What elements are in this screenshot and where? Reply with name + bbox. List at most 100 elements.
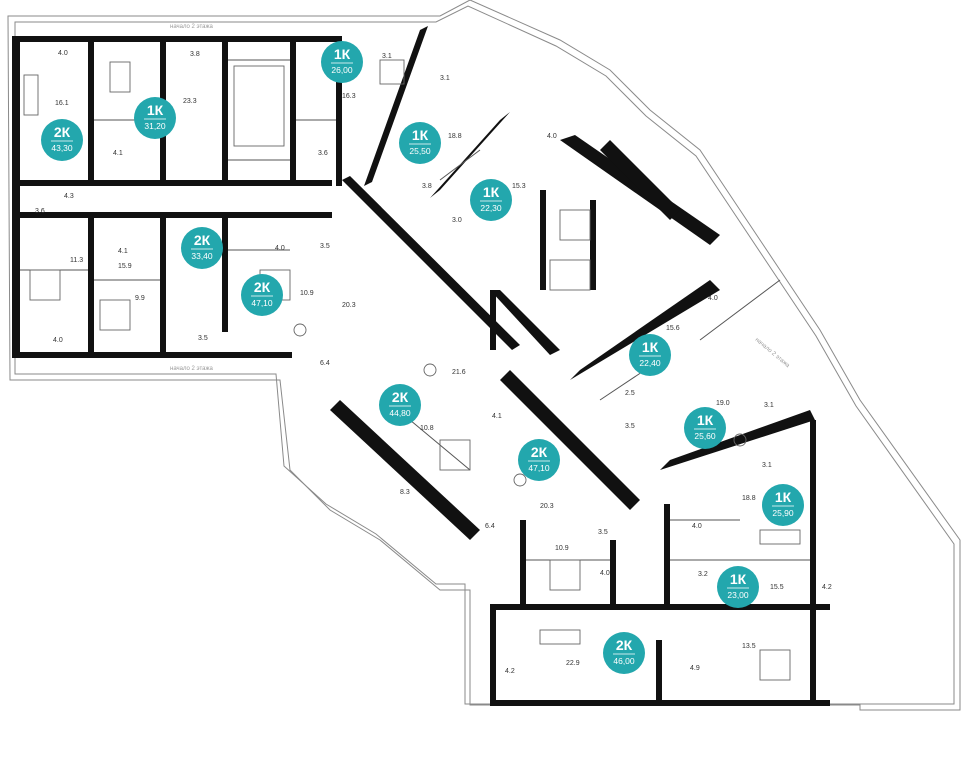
room-area: 3.0 [452, 217, 462, 224]
room-area: 6.4 [320, 360, 330, 367]
svg-text:43,30: 43,30 [51, 143, 73, 153]
svg-text:47,10: 47,10 [528, 463, 550, 473]
room-area: 10.9 [555, 545, 569, 552]
svg-text:1К: 1К [334, 46, 351, 62]
room-area: 3.5 [625, 423, 635, 430]
room-area: 9.9 [135, 295, 145, 302]
svg-text:2К: 2К [616, 637, 633, 653]
floor-note: начало 2 этажа [754, 337, 791, 370]
room-area: 19.0 [716, 400, 730, 407]
room-area: 3.8 [422, 183, 432, 190]
floor-note: начало 2 этажа [170, 366, 214, 372]
svg-text:1К: 1К [412, 127, 429, 143]
room-area: 3.1 [762, 462, 772, 469]
apartment-badge[interactable]: 1К 25,50 [399, 122, 441, 164]
room-area: 20.3 [342, 302, 356, 309]
svg-text:23,00: 23,00 [727, 590, 749, 600]
svg-text:26,00: 26,00 [331, 65, 353, 75]
apartment-badge[interactable]: 1К 22,40 [629, 334, 671, 376]
room-area: 3.6 [318, 150, 328, 157]
room-area: 3.8 [190, 51, 200, 58]
svg-text:2К: 2К [392, 389, 409, 405]
room-area: 22.9 [566, 660, 580, 667]
room-area: 4.9 [690, 665, 700, 672]
room-area: 4.0 [53, 337, 63, 344]
svg-text:25,50: 25,50 [409, 146, 431, 156]
room-area: 4.0 [600, 570, 610, 577]
room-area: 4.0 [692, 523, 702, 530]
svg-text:1К: 1К [775, 489, 792, 505]
room-area: 3.1 [764, 402, 774, 409]
apartment-badge[interactable]: 1К 25,60 [684, 407, 726, 449]
apartment-badge[interactable]: 1К 22,30 [470, 179, 512, 221]
svg-text:1К: 1К [642, 339, 659, 355]
svg-text:25,60: 25,60 [694, 431, 716, 441]
building-outline [7, 0, 961, 711]
room-area: 3.1 [382, 53, 392, 60]
svg-text:22,30: 22,30 [480, 203, 502, 213]
room-area: 6.4 [485, 523, 495, 530]
apartment-badge[interactable]: 2К 44,80 [379, 384, 421, 426]
svg-text:31,20: 31,20 [144, 121, 166, 131]
apartment-badge[interactable]: 2К 47,10 [241, 274, 283, 316]
svg-text:2К: 2К [531, 444, 548, 460]
room-area: 15.6 [666, 325, 680, 332]
apartment-badge[interactable]: 2К 43,30 [41, 119, 83, 161]
room-area: 4.3 [64, 193, 74, 200]
apartment-badge[interactable]: 2К 46,00 [603, 632, 645, 674]
room-area: 3.6 [35, 208, 45, 215]
svg-text:47,10: 47,10 [251, 298, 273, 308]
apartment-badge[interactable]: 1К 25,90 [762, 484, 804, 526]
svg-text:2К: 2К [194, 232, 211, 248]
room-area: 18.8 [742, 495, 756, 502]
floor-note: начало 2 этажа [170, 24, 214, 30]
room-area: 23.3 [183, 98, 197, 105]
room-area: 10.9 [300, 290, 314, 297]
room-area: 15.3 [512, 183, 526, 190]
svg-text:22,40: 22,40 [639, 358, 661, 368]
room-area: 16.1 [55, 100, 69, 107]
svg-text:33,40: 33,40 [191, 251, 213, 261]
room-labels: 4.0 16.1 4.3 3.8 23.3 4.1 3.6 11.3 4.0 3… [35, 50, 832, 675]
room-area: 3.2 [698, 571, 708, 578]
svg-text:46,00: 46,00 [613, 656, 635, 666]
room-area: 16.3 [342, 93, 356, 100]
room-area: 4.0 [547, 133, 557, 140]
room-area: 18.8 [448, 133, 462, 140]
room-area: 3.5 [598, 529, 608, 536]
room-area: 4.1 [492, 413, 502, 420]
svg-text:1К: 1К [730, 571, 747, 587]
apartment-badge[interactable]: 2К 33,40 [181, 227, 223, 269]
apartment-badge[interactable]: 2К 47,10 [518, 439, 560, 481]
apartment-badge[interactable]: 1К 23,00 [717, 566, 759, 608]
room-area: 21.6 [452, 369, 466, 376]
room-area: 3.1 [440, 75, 450, 82]
room-area: 10.8 [420, 425, 434, 432]
svg-text:2К: 2К [54, 124, 71, 140]
svg-text:1К: 1К [147, 102, 164, 118]
svg-text:25,90: 25,90 [772, 508, 794, 518]
room-area: 15.9 [118, 263, 132, 270]
svg-text:1К: 1К [697, 412, 714, 428]
room-area: 2.5 [625, 390, 635, 397]
room-area: 3.5 [320, 243, 330, 250]
apartment-badge[interactable]: 1К 26,00 [321, 41, 363, 83]
room-area: 4.0 [275, 245, 285, 252]
room-area: 15.5 [770, 584, 784, 591]
room-area: 8.3 [400, 489, 410, 496]
svg-text:44,80: 44,80 [389, 408, 411, 418]
walls [12, 26, 830, 706]
apartment-badges: 2К 43,30 1К 31,20 1К 26,00 1К 25,50 1К 2… [41, 41, 804, 674]
room-area: 20.3 [540, 503, 554, 510]
room-area: 13.5 [742, 643, 756, 650]
furniture [23, 59, 801, 681]
room-area: 4.2 [505, 668, 515, 675]
svg-text:2К: 2К [254, 279, 271, 295]
room-area: 11.3 [70, 257, 83, 264]
apartment-badge[interactable]: 1К 31,20 [134, 97, 176, 139]
room-area: 4.0 [58, 50, 68, 57]
room-area: 4.2 [822, 584, 832, 591]
room-area: 3.5 [198, 335, 208, 342]
room-area: 4.1 [118, 248, 128, 255]
